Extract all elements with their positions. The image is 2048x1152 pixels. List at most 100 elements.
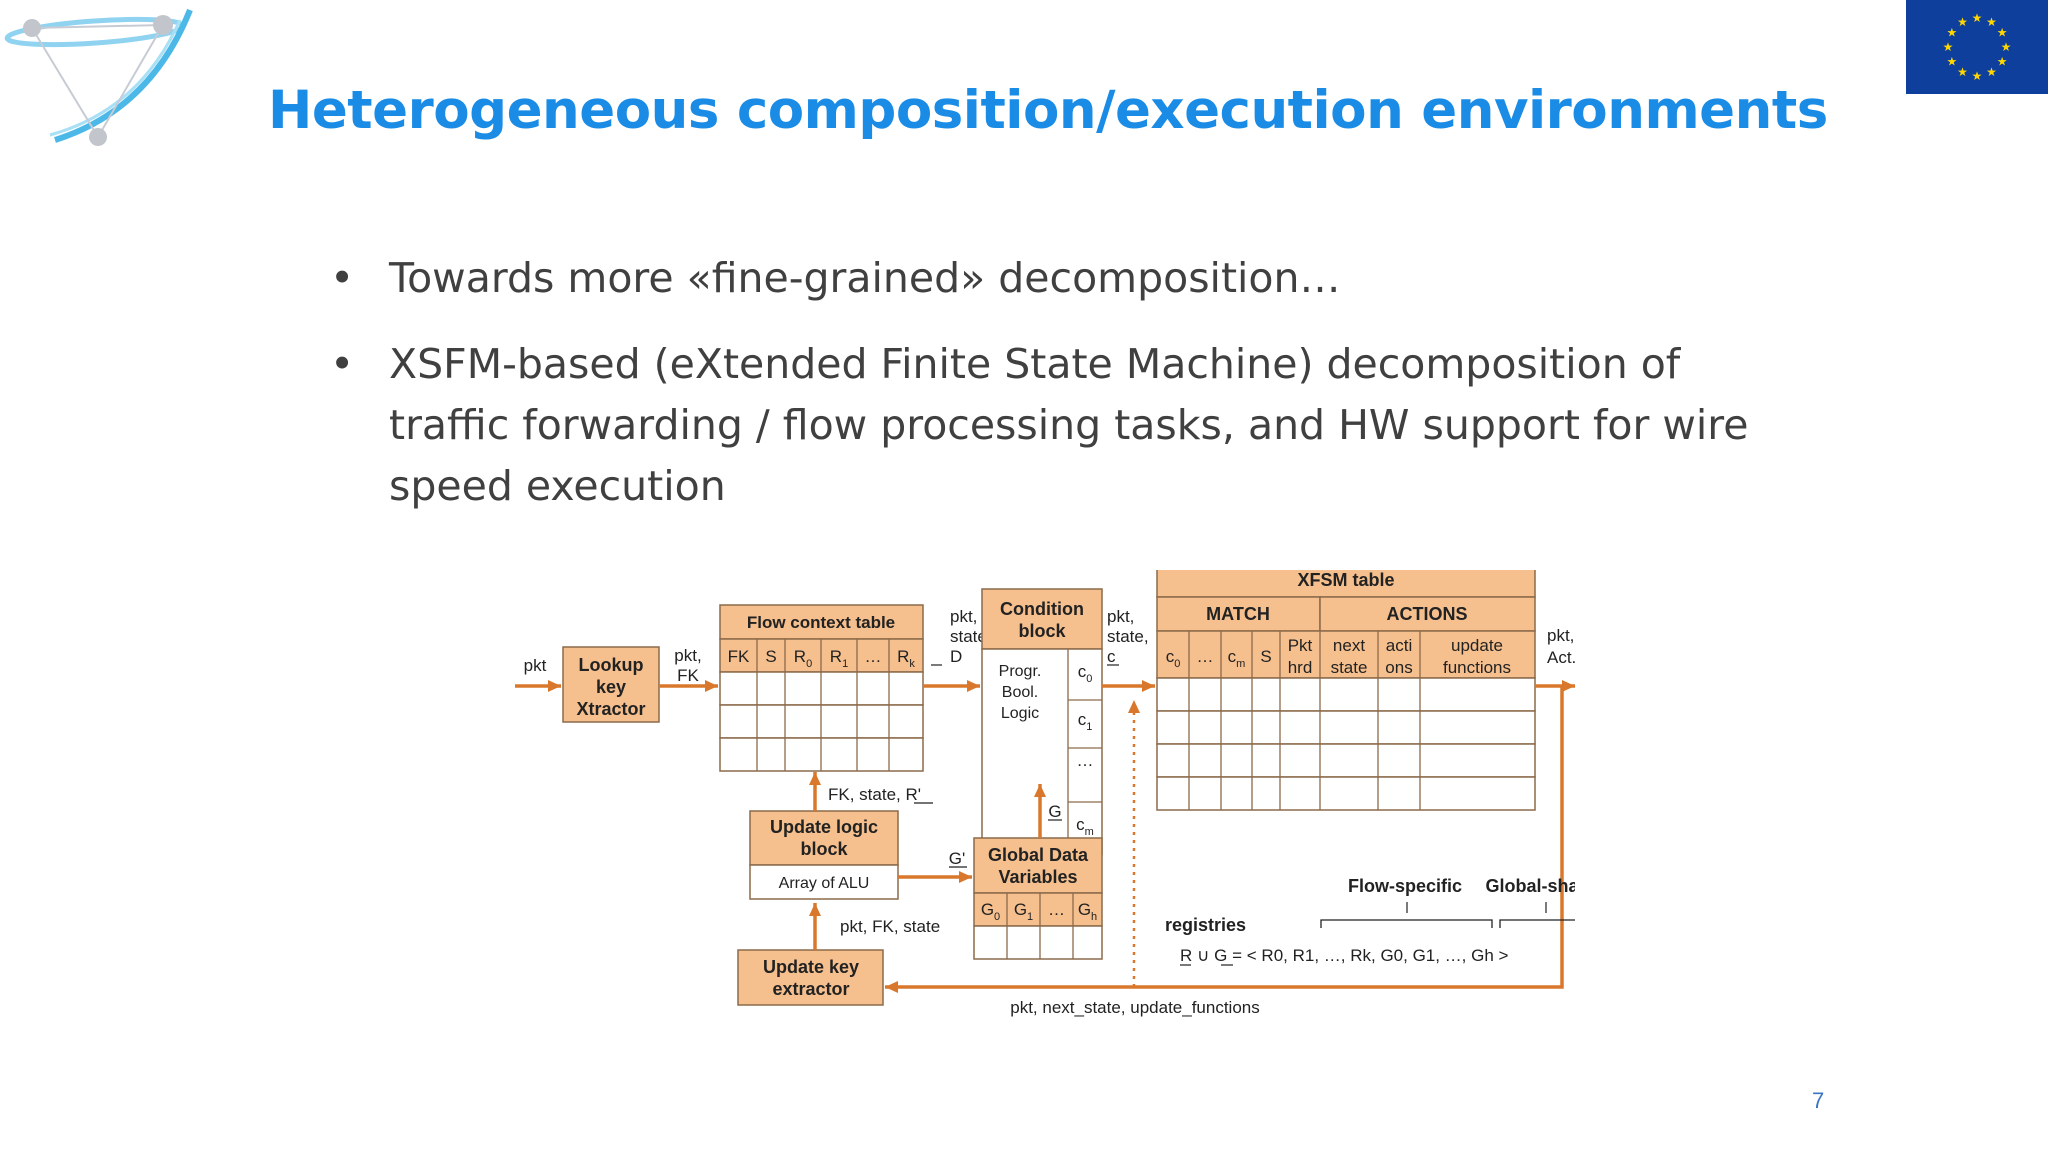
feedback-loop-arrow [885, 686, 1564, 989]
lookup-key-xtractor [562, 646, 660, 723]
eu-star-icon: ★ [1957, 65, 1968, 79]
xfsm-grid-row [1156, 743, 1536, 778]
next-state-label: next [1333, 636, 1365, 655]
update-logic-label: block [800, 839, 848, 859]
output-pkt-act-label: pkt, [1547, 626, 1574, 645]
condition-logic-label: Logic [1001, 705, 1039, 722]
bullet-list: • Towards more «fine-grained» decompositi… [330, 248, 1750, 542]
output-pkt-act-label: Act. [1547, 648, 1575, 667]
g-label: G [1048, 802, 1061, 821]
pkt-fk-label: pkt, [674, 646, 701, 665]
condition-block-title [981, 588, 1103, 650]
eu-star-icon: ★ [2001, 40, 2012, 54]
update-logic-label: Update logic [770, 817, 878, 837]
flow-context-header: Rk [897, 647, 915, 670]
eu-star-icon: ★ [1947, 26, 1958, 40]
global-header: Gh [1078, 900, 1097, 923]
condition-output-label: … [1077, 751, 1094, 770]
global-header-row [973, 892, 1103, 927]
condition-logic-label: Progr. [999, 663, 1042, 680]
flow-specific-brace [1320, 919, 1493, 928]
bullet-marker: • [330, 254, 355, 302]
global-shared-label: Global-shared [1485, 876, 1575, 896]
condition-output-label: c1 [1078, 710, 1093, 733]
eu-star-icon: ★ [1972, 69, 1983, 83]
pkt-state-c-label: c [1107, 647, 1116, 666]
match-header [1156, 596, 1321, 632]
pkt-fk-label: FK [677, 666, 699, 685]
arrowhead-icon [1034, 784, 1046, 797]
arrowhead-icon [959, 871, 972, 883]
arrowhead-icon [1142, 680, 1155, 692]
xfsm-grid-row [1156, 677, 1536, 712]
slide-title: Heterogeneous composition/execution envi… [268, 80, 1828, 141]
pkt-state-c-label: state, [1107, 627, 1149, 646]
flow-context-title-cell [719, 604, 924, 640]
input-pkt-label: pkt [524, 656, 547, 675]
global-header: … [1048, 900, 1065, 919]
arrowhead-icon [705, 680, 718, 692]
arrowhead-icon [1128, 700, 1140, 713]
fk-state-r-label: FK, state, R' [828, 785, 921, 804]
condition-logic-label: Bool. [1002, 684, 1038, 701]
global-header: G1 [1014, 900, 1033, 923]
array-of-alu-label: Array of ALU [779, 875, 870, 892]
update-key-extractor-label: extractor [772, 979, 849, 999]
arrowhead-icon [548, 680, 561, 692]
xfsm-grid-row [1156, 710, 1536, 745]
flow-context-header: R1 [830, 647, 848, 670]
condition-block-label: block [1018, 621, 1066, 641]
eu-star-icon: ★ [1986, 65, 1997, 79]
xfsm-match-column: S [1260, 647, 1271, 666]
registries-formula: R ∪ G = < R0, R1, …, Rk, G0, G1, …, Gh > [1180, 946, 1509, 965]
eu-flag-icon: ★★★★★★★★★★★★ [1906, 0, 2048, 94]
arrowhead-icon [967, 680, 980, 692]
actions-header [1319, 596, 1536, 632]
array-of-alu-cell [749, 864, 899, 900]
bullet-item: •XSFM-based (eXtended Finite State Machi… [330, 334, 1750, 517]
xfsm-match-column: cm [1228, 647, 1246, 670]
eu-star-icon: ★ [1997, 55, 2008, 69]
bullet-item: • Towards more «fine-grained» decompositi… [330, 248, 1750, 309]
next-state-label: state [1331, 658, 1368, 677]
actions-col-label: acti [1386, 636, 1412, 655]
condition-output-label: c0 [1078, 662, 1093, 685]
actions-col-label: ons [1385, 658, 1412, 677]
arrowhead-icon [1562, 680, 1575, 692]
bullet-text: Towards more «fine-grained» decompositio… [389, 254, 1341, 302]
global-data-variables-block [973, 837, 1103, 894]
global-grid-row [973, 925, 1103, 960]
eu-star-icon: ★ [1947, 55, 1958, 69]
pkt-state-d-label: state, [950, 627, 992, 646]
global-data-variables-label: Global Data [988, 845, 1089, 865]
bullet-marker: • [330, 340, 355, 388]
eu-star-icon: ★ [1943, 40, 1954, 54]
xfsm-subheader-row [1156, 630, 1536, 679]
pkt-hrd-label: Pkt [1288, 636, 1313, 655]
flow-context-title: Flow context table [747, 613, 895, 632]
condition-block-label: Condition [1000, 599, 1084, 619]
eu-star-icon: ★ [1972, 11, 1983, 25]
eu-star-icon: ★ [1957, 15, 1968, 29]
global-header: G0 [981, 900, 1000, 923]
flow-context-header: … [865, 647, 882, 666]
update-functions-label: functions [1443, 658, 1511, 677]
flow-context-header: R0 [794, 647, 812, 670]
pkt-hrd-label: hrd [1288, 658, 1313, 677]
actions-label: ACTIONS [1387, 604, 1468, 624]
global-data-variables-label: Variables [998, 867, 1077, 887]
logo-icon [0, 0, 200, 160]
flow-context-header: FK [728, 647, 750, 666]
lookup-key-xtractor-label: Xtractor [576, 699, 645, 719]
xfsm-title: XFSM table [1297, 570, 1394, 590]
update-key-extractor [737, 949, 884, 1006]
arrowhead-icon [809, 903, 821, 916]
registries-label: registries [1165, 915, 1246, 935]
pkt-state-d-label: pkt, [950, 607, 977, 626]
update-key-extractor-label: Update key [763, 957, 859, 977]
page-number: 7 [1812, 1088, 1825, 1113]
lookup-key-xtractor-label: key [596, 677, 626, 697]
flag-field [1906, 0, 2048, 94]
match-label: MATCH [1206, 604, 1270, 624]
